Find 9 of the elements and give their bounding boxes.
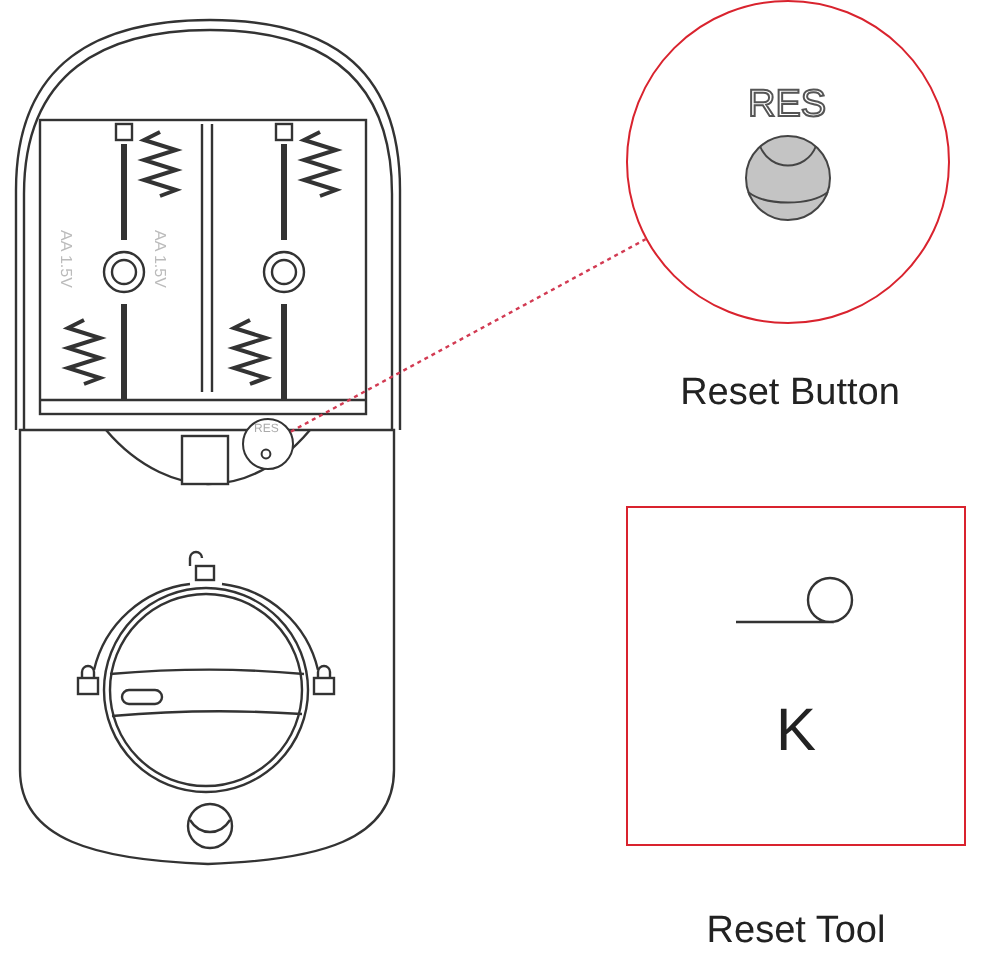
button-label: RES: [748, 84, 827, 128]
node-label: Reset Tool: [704, 910, 888, 954]
reset-button-circle: [242, 418, 294, 470]
tool-letter: K: [773, 698, 818, 766]
leader-line: [290, 238, 647, 433]
tool-panel: [626, 506, 966, 846]
node-label: Reset Button: [678, 372, 902, 416]
battery-marking: AA 1.5V: [151, 228, 169, 292]
battery-marking: AA 1.5V: [57, 228, 75, 292]
